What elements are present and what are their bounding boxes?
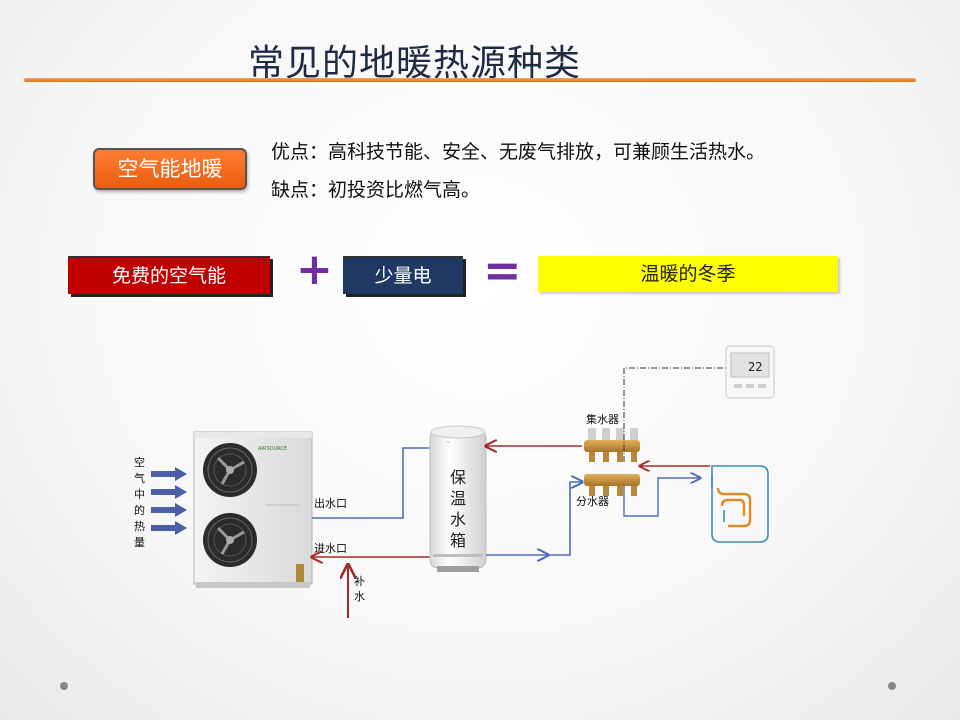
air-heat-char: 空	[134, 455, 145, 469]
cons-text: 缺点：初投资比燃气高。	[271, 179, 481, 201]
fan-icon	[203, 443, 257, 497]
equals-operator: =	[483, 243, 522, 297]
free-air-energy-box: 免费的空气能	[68, 256, 270, 294]
floor-heating-coil-icon	[711, 465, 769, 543]
unit-pipes	[312, 447, 430, 557]
distributor-label: 分水器	[576, 495, 609, 508]
page-title: 常见的地暖热源种类	[248, 43, 582, 84]
air-inflow-arrows	[151, 467, 187, 535]
little-electricity-box: 少量电	[343, 256, 463, 294]
tank-char: 保	[450, 468, 466, 487]
bottom-left-dot	[60, 682, 68, 690]
thermostat-icon: 22	[725, 345, 775, 399]
storage-tank-icon: ~	[429, 425, 487, 572]
floor-loop-pipes	[623, 466, 710, 517]
air-arrow-icon	[151, 503, 187, 517]
tank-char: 箱	[450, 531, 466, 550]
air-heat-char: 气	[134, 471, 145, 485]
collector-manifold-icon	[584, 428, 640, 462]
air-heat-label: 空 气 中 的 热 量	[134, 455, 145, 549]
unit-brand: AIRSOURCE	[258, 446, 287, 452]
tank-char: 温	[450, 489, 466, 508]
air-arrow-icon	[151, 521, 187, 535]
air-arrow-icon	[151, 485, 187, 499]
makeup-char: 水	[354, 590, 365, 603]
thermostat-display: 22	[748, 360, 762, 374]
air-heat-char: 中	[134, 488, 145, 501]
collector-label: 集水器	[586, 412, 619, 426]
air-heat-char: 热	[134, 520, 145, 533]
inlet-label: 进水口	[314, 542, 347, 555]
plus-operator: +	[296, 244, 333, 295]
makeup-char: 补	[354, 575, 365, 588]
title-underline	[24, 78, 916, 82]
fan-icon	[203, 513, 257, 567]
control-line	[623, 367, 726, 462]
svg-text:~: ~	[446, 440, 450, 446]
air-source-tag: 空气能地暖	[93, 148, 247, 190]
outlet-label: 出水口	[314, 496, 347, 510]
air-heat-char: 量	[134, 536, 145, 549]
distributor-manifold-icon	[584, 474, 640, 496]
manifold-pipes	[486, 446, 582, 555]
bottom-right-dot	[888, 682, 896, 690]
warm-winter-box: 温暖的冬季	[538, 256, 838, 292]
pros-text: 优点：高科技节能、安全、无废气排放，可兼顾生活热水。	[271, 141, 766, 163]
air-arrow-icon	[151, 467, 187, 481]
heat-pump-unit-icon: AIRSOURCE	[193, 431, 313, 588]
tank-char: 水	[450, 510, 466, 529]
air-heat-char: 的	[134, 503, 145, 517]
